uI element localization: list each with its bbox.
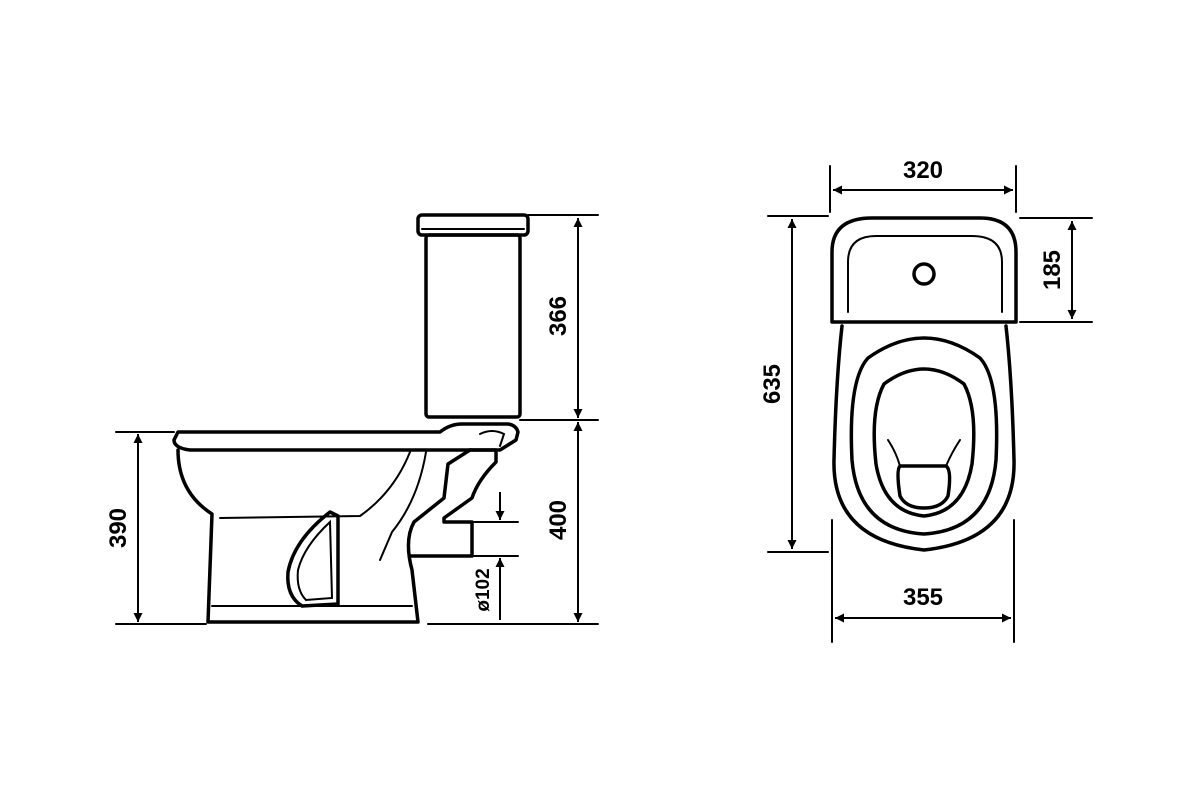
side-recess	[286, 510, 340, 608]
dimensions: 366 400 390 ø102 320 185 635	[105, 157, 1093, 643]
bowl-top-outline	[832, 324, 1016, 552]
seat-hinge	[479, 430, 506, 447]
dim-top-width: 320	[903, 157, 943, 184]
trapway-inner	[219, 451, 411, 519]
seat-rim	[172, 422, 520, 452]
tank-top	[830, 216, 1018, 324]
top-view	[830, 216, 1018, 552]
side-recess-inner	[296, 519, 334, 602]
dim-base-width: 355	[903, 584, 943, 611]
dim-pan-height: 400	[545, 500, 572, 540]
seat-ring	[849, 336, 999, 536]
side-view	[172, 213, 530, 624]
bowl-opening	[872, 367, 976, 518]
tank-top-inner	[847, 235, 1003, 313]
dim-tank-height: 366	[545, 296, 572, 336]
tank-body	[424, 233, 522, 419]
dim-seat-height: 390	[105, 508, 132, 548]
dim-total-depth: 635	[759, 364, 786, 404]
tank-lid	[416, 213, 530, 237]
flush-button-icon	[912, 262, 936, 286]
water-well-lines	[887, 439, 961, 467]
dim-outlet-diameter: ø102	[473, 568, 494, 611]
water-well	[896, 464, 952, 510]
trapway	[408, 448, 498, 558]
dim-tank-depth: 185	[1039, 250, 1066, 290]
bowl-shell	[176, 448, 472, 624]
trapway-inner-2	[379, 451, 427, 561]
